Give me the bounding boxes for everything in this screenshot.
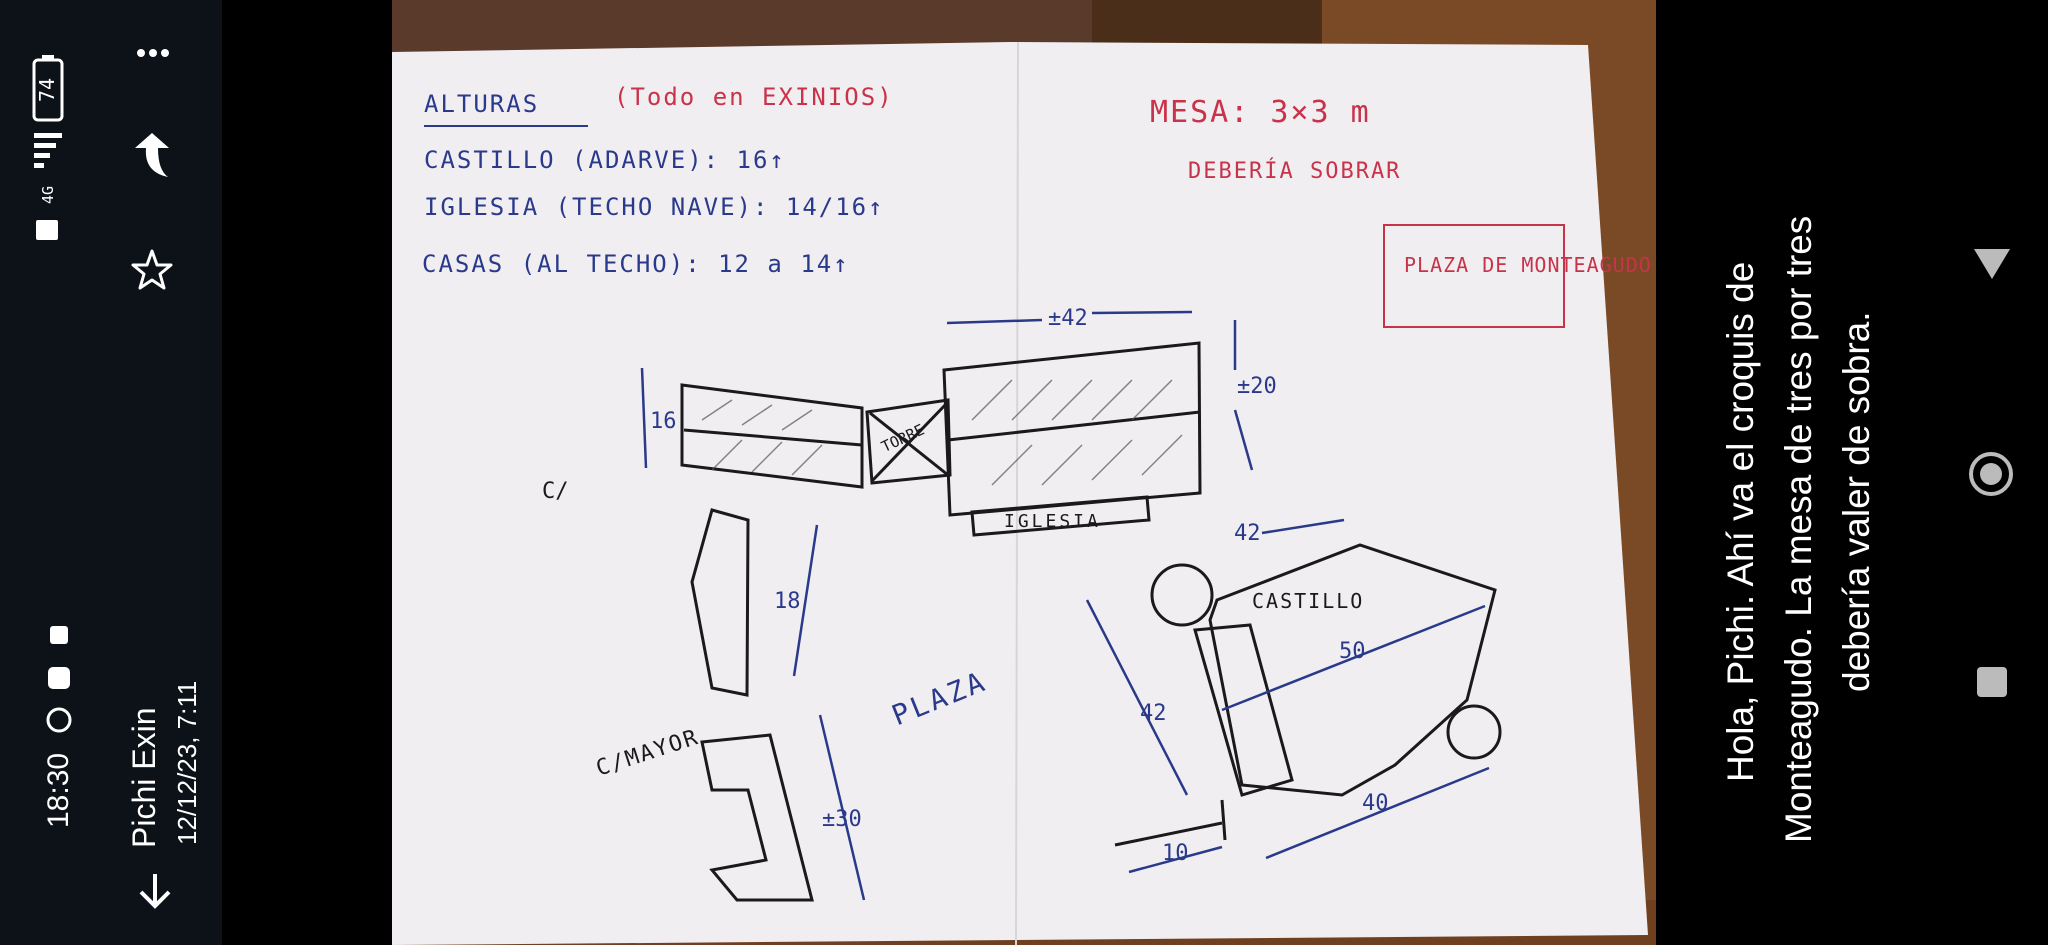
sketch-photo [392,0,1656,945]
svg-text:74: 74 [35,78,59,102]
church-nave [942,341,1202,517]
plaza-label: PLAZA [887,664,991,732]
units-note: (Todo en EXINIOS) [614,83,894,111]
home-icon[interactable] [1967,450,2015,498]
table-note: MESA: 3×3 m [1150,95,1371,130]
caption-line-1: Hola, Pichi. Ahí va el croquis de [1720,261,1761,782]
dim-castle-42-top: 42 [1234,521,1261,546]
reply-icon[interactable] [130,130,175,180]
svg-text:4G: 4G [39,186,57,204]
dim-16: 16 [650,409,677,434]
more-icon[interactable] [133,45,173,61]
heights-title: ALTURAS [424,90,539,118]
download-icon[interactable] [135,870,175,910]
castle-wall [1208,543,1497,797]
recents-icon[interactable] [1975,665,2009,699]
castle-label: CASTILLO [1252,589,1364,613]
castle-keep [1193,623,1294,797]
tower-block [865,398,952,485]
plaza-title: PLAZA DE MONTEAGUDO [1404,253,1652,277]
castle-tower-1 [1150,563,1214,627]
photo: ALTURAS CASTILLO (ADARVE): 16↑ IGLESIA (… [392,0,1656,945]
star-icon[interactable] [130,248,174,292]
sender-name: Pichi Exin [126,707,162,849]
caption-line-2: Monteagudo. La mesa de tres por tres [1778,215,1819,843]
church-height: IGLESIA (TECHO NAVE): 14/16↑ [424,193,885,221]
status-time: 18:30 [42,752,75,828]
castle-tower-2 [1446,704,1502,760]
caption: Hola, Pichi. Ahí va el croquis de Montea… [1720,0,1950,945]
spare-note: DEBERÍA SOBRAR [1188,158,1401,184]
fan-icon [44,620,74,621]
houses-height: CASAS (AL TECHO): 12 a 14↑ [422,250,850,278]
sketch-drawing: ALTURAS CASTILLO (ADARVE): 16↑ IGLESIA (… [422,83,1652,902]
house-top [680,383,864,489]
back-icon[interactable] [1970,245,2014,285]
church-base [970,495,1151,537]
notification-icon [44,620,74,650]
paper-sheet [392,42,1648,945]
dim-castle-50: 50 [1339,639,1366,664]
caption-line-3: debería valer de sobra. [1836,311,1877,692]
castle-height: CASTILLO (ADARVE): 16↑ [424,146,786,174]
whatsapp-icon [44,705,74,735]
plaza-box [1383,224,1565,328]
message-datetime: 12/12/23, 7:11 [172,680,202,845]
house-mid [690,508,750,697]
church-label: IGLESIA [1004,511,1101,532]
ad-icon [44,663,74,693]
status-bar: 74 4G [28,55,68,245]
viewer-sidebar: 74 4G 18:30 Pichi Exin 12/12/23, 7:11 [0,0,222,945]
dim-church-depth: ±20 [1237,374,1277,399]
dim-castle-40: 40 [1362,791,1389,816]
house-bottom [700,733,814,902]
dim-church-width: ±42 [1048,306,1088,331]
street-label: C/MAYOR [593,725,702,782]
street-short: C/ [542,479,569,504]
dim-18: 18 [774,589,801,614]
